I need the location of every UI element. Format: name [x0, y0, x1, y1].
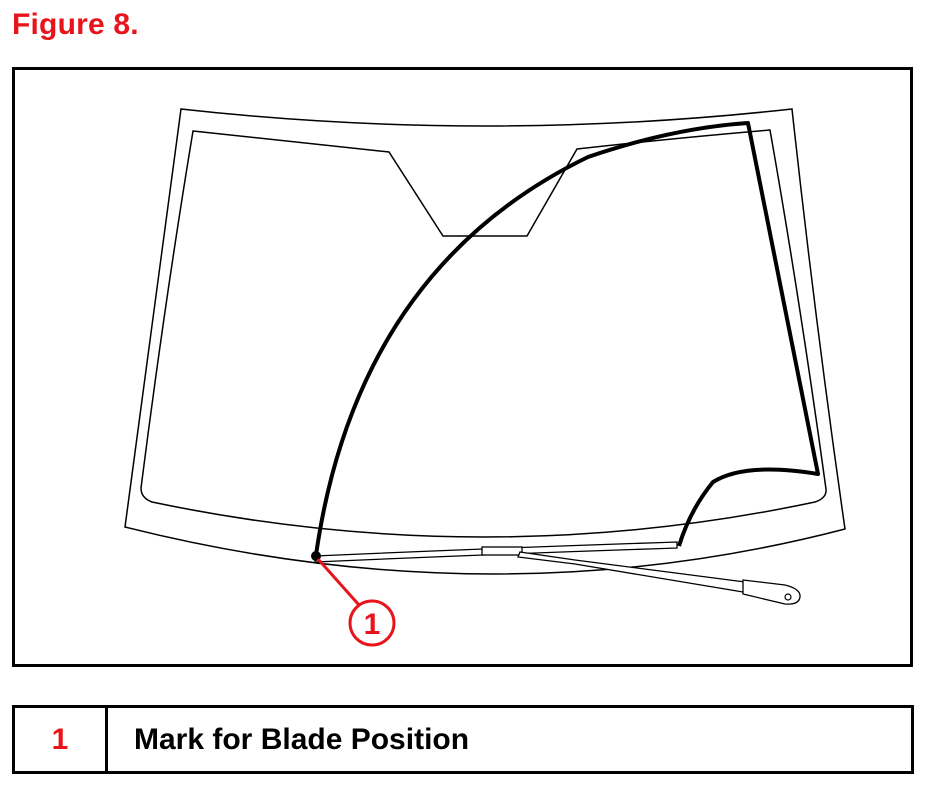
- callout-1-circle: [348, 599, 396, 647]
- wiper-blade-clip: [481, 546, 523, 556]
- callout-1-leader: [316, 558, 361, 606]
- legend-label: Mark for Blade Position: [134, 722, 470, 756]
- blade-position-mark: [311, 551, 321, 561]
- wiper-pivot-hole: [784, 593, 792, 601]
- windshield-diagram: 1: [124, 108, 846, 647]
- legend-number: 1: [15, 708, 108, 771]
- wipe-pattern-outline: [314, 121, 820, 556]
- windshield-inner-outline: [140, 129, 827, 538]
- diagram-frame: 1: [12, 67, 913, 667]
- legend-table: 1 Mark for Blade Position: [12, 705, 914, 774]
- callout-1-number: 1: [364, 608, 381, 641]
- windshield-outer-outline: [124, 108, 846, 575]
- figure-title: Figure 8.: [12, 8, 139, 41]
- wiper-arm-pivot: [742, 579, 801, 605]
